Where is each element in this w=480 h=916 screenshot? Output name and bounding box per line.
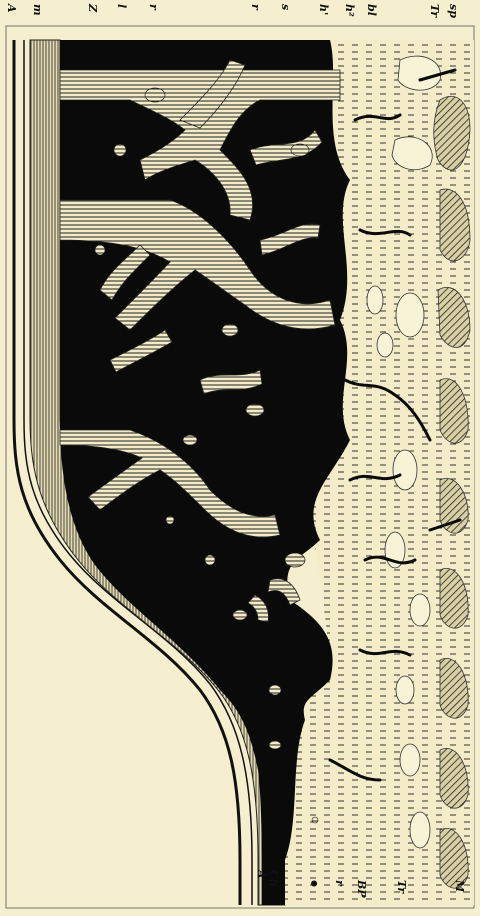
label-top-A: A (5, 4, 18, 13)
label-top-sp: sp (447, 4, 460, 18)
label-bottom-Tr: Tr (395, 880, 408, 893)
label-top-Tr: Tr (428, 4, 441, 17)
label-top-h2: h² (343, 4, 356, 17)
label-top-bl: bl (365, 4, 378, 16)
label-top-r-1: r (147, 4, 160, 10)
label-top-Z: Z (86, 4, 99, 12)
label-bottom-r: r (333, 880, 346, 886)
label-top-h-prime: h' (317, 4, 330, 15)
label-top-r-2: r (249, 4, 262, 10)
label-bottom-Ch: Ch (267, 870, 280, 887)
label-bottom-M: M (453, 880, 466, 892)
label-top-s: s (279, 4, 292, 10)
label-top-l: l (115, 4, 128, 8)
label-bottom-BP: BP (355, 880, 368, 898)
label-top-m: m (31, 4, 44, 16)
label-bottom-dot: ● (310, 880, 320, 887)
